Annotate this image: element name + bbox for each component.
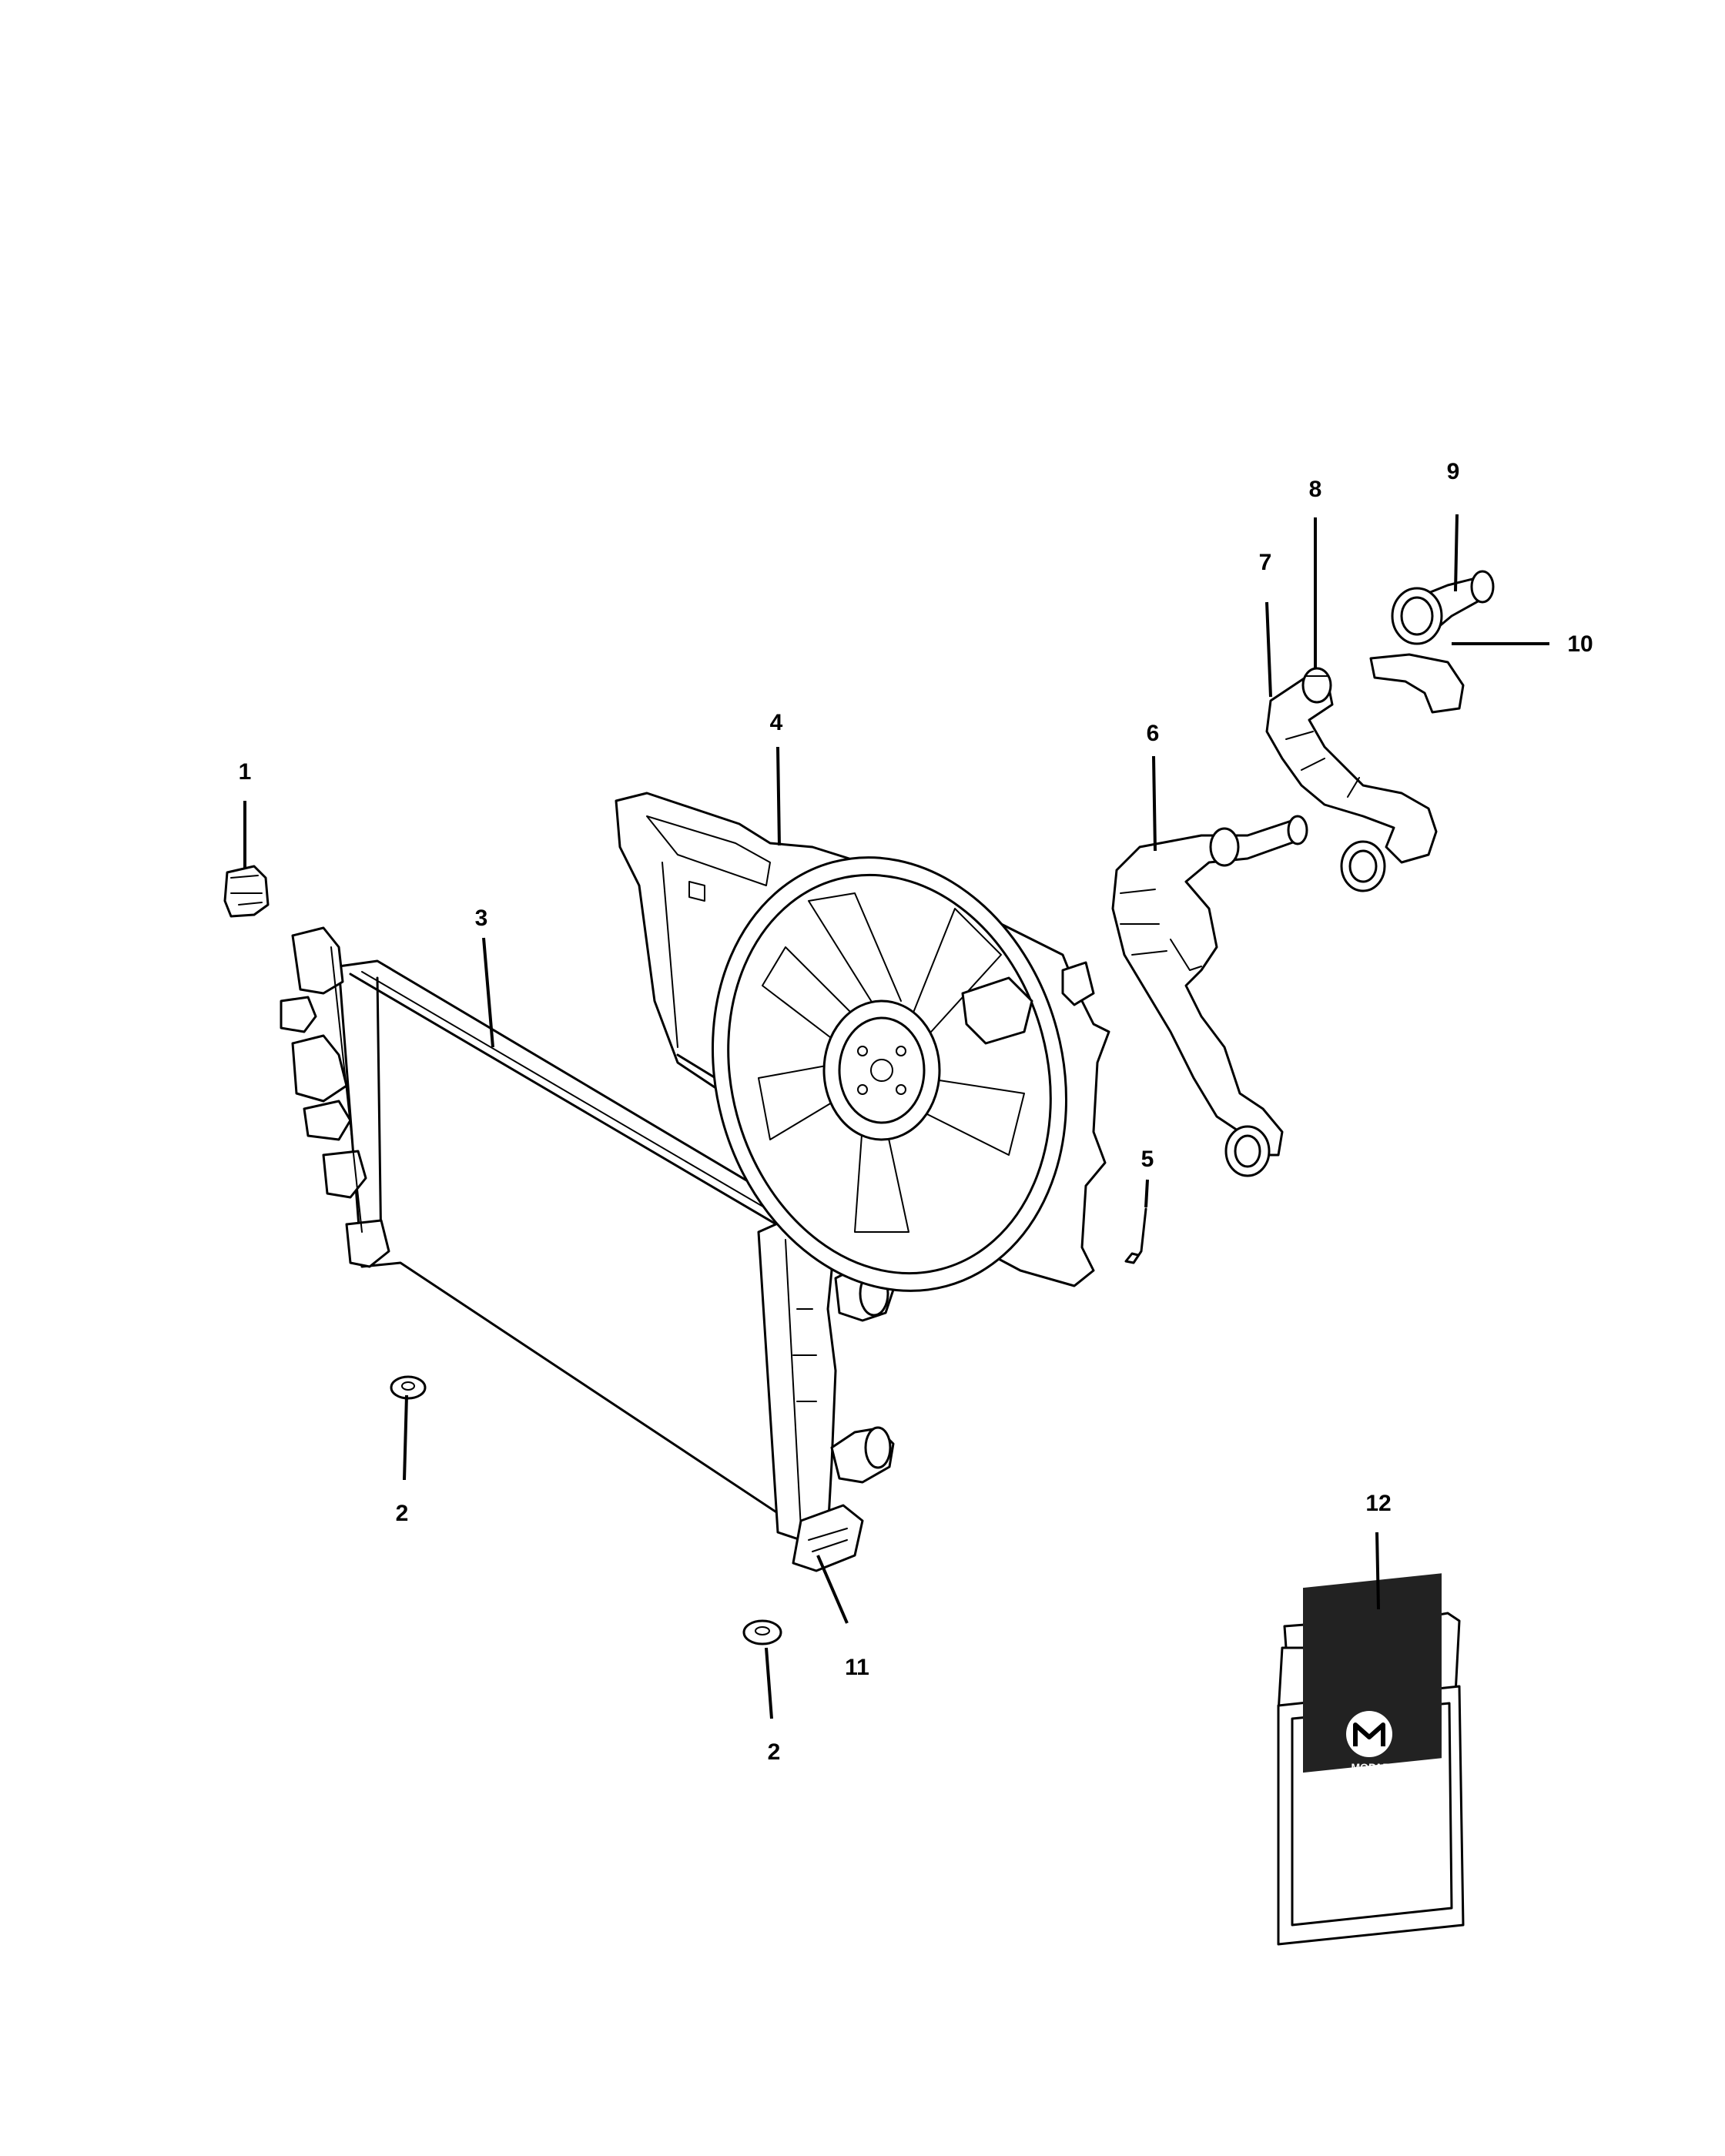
- callout-2-left: 2: [396, 1501, 409, 1526]
- leader-5: [1144, 1179, 1149, 1208]
- jug-line-3: 5 YEAR / 100,000 MILE: [1325, 1813, 1416, 1823]
- leader-11: [816, 1555, 849, 1624]
- leader-9: [1454, 514, 1459, 592]
- leader-6: [1152, 755, 1157, 852]
- jug-label-panel: [1303, 1573, 1442, 1773]
- callout-7: 7: [1259, 550, 1272, 575]
- part-5-clip: [1124, 1207, 1147, 1264]
- callout-6: 6: [1147, 721, 1160, 746]
- callout-11: 11: [845, 1655, 869, 1680]
- leader-4: [776, 746, 781, 846]
- jug-line-1: 50 / 50 PREDILUTED: [1326, 1779, 1416, 1790]
- part-2-grommet-left: [390, 1375, 427, 1400]
- mopar-logo: [1346, 1711, 1392, 1757]
- leader-2a: [403, 1394, 408, 1481]
- callout-9: 9: [1447, 459, 1460, 484]
- part-7-upper-hose: [1265, 676, 1438, 892]
- part-1-bracket: [223, 865, 270, 918]
- jug-line-2: ANTIFREEZE / COOLANT: [1311, 1796, 1432, 1807]
- callout-5: 5: [1141, 1147, 1154, 1172]
- callout-2-right: 2: [768, 1739, 781, 1765]
- leader-3: [482, 937, 494, 1048]
- callout-8: 8: [1309, 477, 1322, 502]
- part-4-fan-shroud: [615, 792, 1110, 1292]
- leader-12: [1375, 1532, 1380, 1610]
- part-3-radiator: [280, 926, 895, 1572]
- leader-2b: [765, 1647, 773, 1719]
- part-12-coolant-jug: [1277, 1573, 1465, 1946]
- callout-10: 10: [1567, 631, 1593, 657]
- jug-brand: MOPAR: [1351, 1761, 1390, 1773]
- callout-1: 1: [239, 759, 252, 785]
- part-8-hose-clamp: [1301, 667, 1332, 704]
- callout-3: 3: [475, 906, 488, 931]
- part-9-hose-clamp: [1391, 587, 1443, 645]
- leader-7: [1265, 601, 1272, 698]
- part-2-grommet-right: [742, 1619, 782, 1645]
- callout-12: 12: [1365, 1491, 1391, 1516]
- callout-4: 4: [770, 710, 783, 735]
- part-6-hose: [1111, 815, 1308, 1177]
- jug-line-4: DO NOT ADD WATER: [1328, 1827, 1413, 1836]
